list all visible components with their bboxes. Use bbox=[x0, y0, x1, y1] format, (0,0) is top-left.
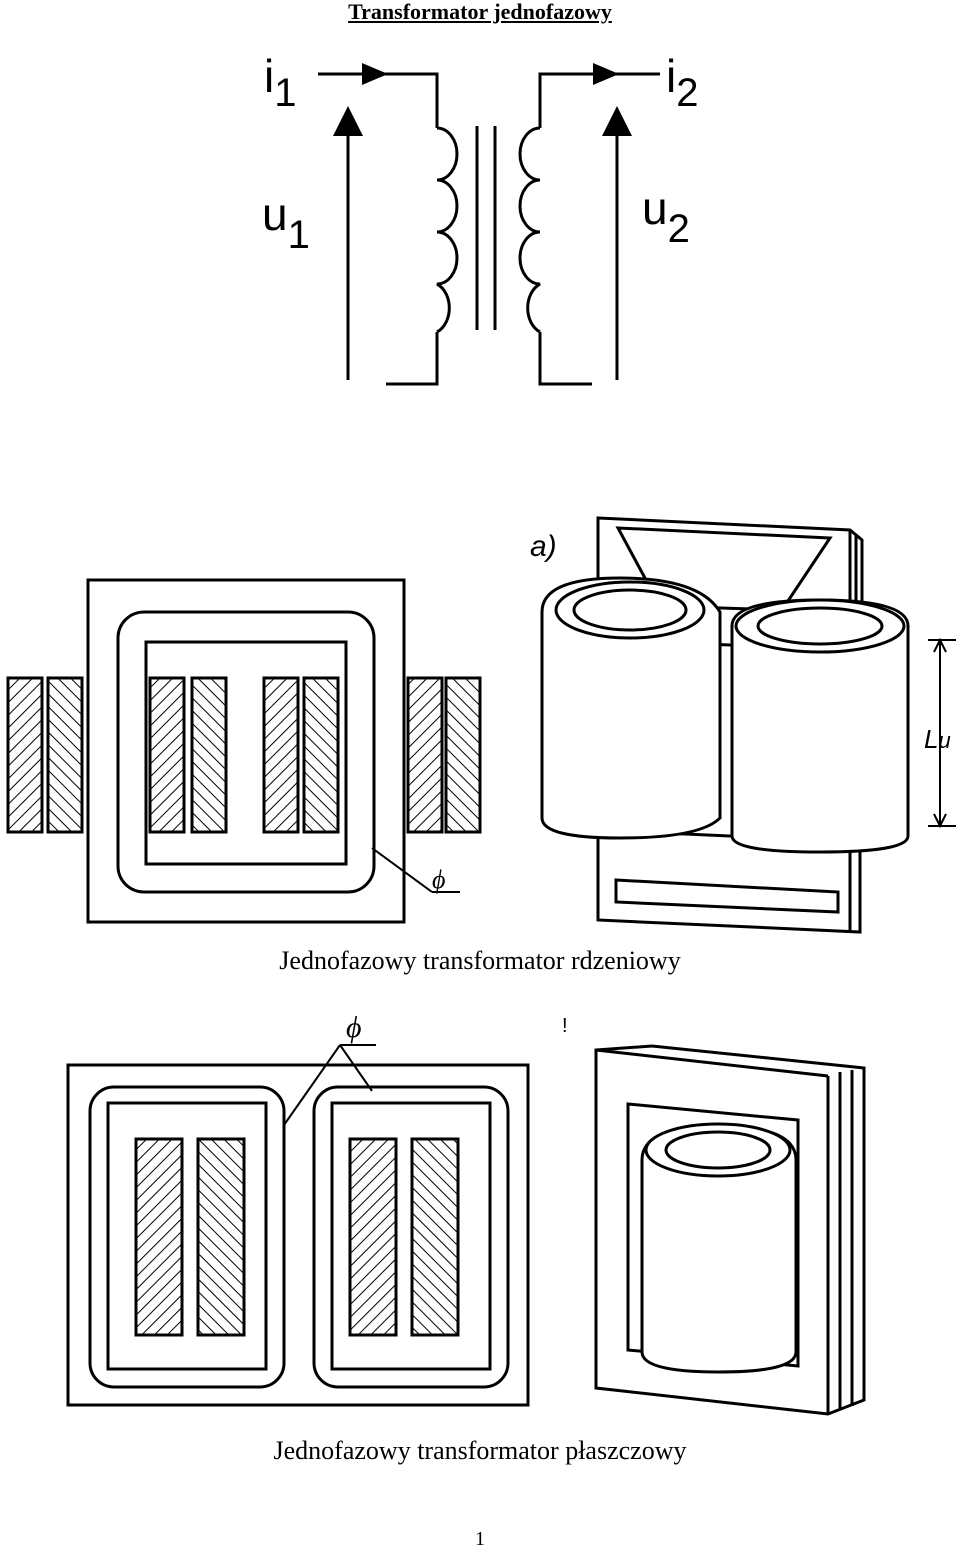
winding-window-left-a bbox=[148, 676, 186, 834]
page-number: 1 bbox=[475, 1528, 485, 1550]
winding-left-outer bbox=[6, 676, 44, 834]
winding-window-right-a bbox=[262, 676, 300, 834]
transformer-circuit-diagram: i1 i2 u1 u2 bbox=[262, 50, 698, 386]
secondary-top-wire bbox=[538, 72, 660, 128]
core-transformer-cross-section: ϕ bbox=[6, 578, 482, 924]
shell-window-left bbox=[106, 1101, 268, 1371]
shell-window-right bbox=[330, 1101, 492, 1371]
shell-flux-path-right bbox=[312, 1085, 510, 1389]
shell-winding-right-a bbox=[348, 1137, 398, 1337]
shell-winding-left-b bbox=[196, 1137, 246, 1337]
flux-path bbox=[116, 610, 376, 894]
primary-bottom-wire bbox=[386, 332, 439, 386]
shell-flux-leader bbox=[283, 1044, 376, 1126]
secondary-bottom-wire bbox=[538, 332, 592, 386]
shell-flux-label: ϕ bbox=[346, 1011, 362, 1044]
core-outer-frame bbox=[86, 578, 406, 924]
winding-window-left-b bbox=[190, 676, 228, 834]
page-title: Transformator jednofazowy bbox=[348, 0, 612, 24]
primary-current-arrow bbox=[362, 63, 388, 85]
shell-flux-path-left bbox=[88, 1085, 286, 1389]
secondary-current-arrow bbox=[593, 63, 619, 85]
winding-right-inner bbox=[406, 676, 444, 834]
winding-left-inner bbox=[46, 676, 84, 834]
primary-top-wire bbox=[318, 72, 439, 128]
core-transformer-3d-view: a) Lu bbox=[530, 516, 956, 934]
core-flux-label: ϕ bbox=[432, 865, 445, 894]
label-u2: u2 bbox=[642, 182, 690, 251]
shell-transformer-3d-view: ! bbox=[562, 1015, 866, 1416]
shell-outer-frame bbox=[66, 1063, 530, 1407]
core-transformer-caption: Jednofazowy transformator rdzeniowy bbox=[279, 946, 681, 975]
length-label: Lu bbox=[924, 724, 951, 754]
label-u1: u1 bbox=[262, 188, 310, 257]
shell-winding-left-a bbox=[134, 1137, 184, 1337]
label-i2: i2 bbox=[666, 50, 698, 115]
core-figure-label: a) bbox=[530, 530, 557, 563]
flux-leader bbox=[371, 847, 433, 893]
primary-coil bbox=[436, 126, 459, 334]
shell-transformer-caption: Jednofazowy transformator płaszczowy bbox=[273, 1436, 687, 1465]
secondary-coil bbox=[518, 126, 541, 334]
winding-window-right-b bbox=[302, 676, 340, 834]
label-i1: i1 bbox=[264, 50, 296, 115]
winding-right-outer bbox=[444, 676, 482, 834]
shell-transformer-cross-section: ϕ bbox=[66, 1011, 530, 1407]
core-window bbox=[144, 640, 348, 866]
shell-mark: ! bbox=[562, 1015, 568, 1037]
shell-winding-right-b bbox=[410, 1137, 460, 1337]
